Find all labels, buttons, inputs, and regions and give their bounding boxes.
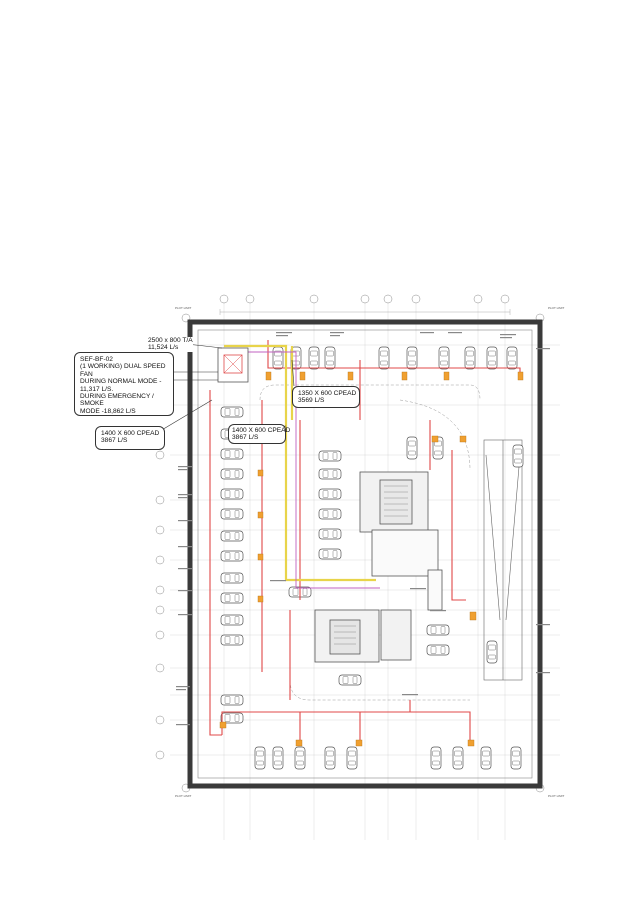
ramp — [483, 439, 523, 681]
duct-1400-left-size: 1400 X 600 CPEAD — [101, 430, 160, 437]
yellow-duct — [224, 344, 376, 582]
duct-1400-left-callout: 1400 X 600 CPEAD 3867 L/S — [95, 426, 165, 450]
stair-hatch — [334, 485, 408, 645]
duct-1400-mid-callout: 1400 X 600 CPEAD 3867 L/S — [228, 424, 291, 444]
small-annotations — [176, 332, 550, 726]
fan-units — [219, 371, 524, 747]
parking-top-row — [272, 346, 518, 370]
duct-1400-mid-size: 1400 X 600 CPEAD — [232, 427, 291, 434]
plot-limit-label-bottom-left: PLOT LIMIT — [175, 794, 192, 798]
central-core — [314, 471, 443, 663]
plot-limit-label-bottom-right: PLOT LIMIT — [548, 794, 565, 798]
fan-sef-line-5: 11,317 L/S. — [80, 385, 114, 393]
duct-1350-flow: 3569 L/S — [298, 397, 325, 405]
duct-2500-size: 2500 x 800 T/A — [148, 337, 193, 344]
fan-room — [217, 347, 249, 383]
plot-limit-label-top-right: PLOT LIMIT — [548, 306, 565, 310]
plot-limit-label-top-left: PLOT LIMIT — [175, 306, 192, 310]
basement-inner-wall — [197, 329, 533, 779]
grid-bubbles-top — [219, 294, 510, 304]
fan-sef-callout: SEF-BF-02 (1 WORKING) DUAL SPEED FAN DUR… — [74, 352, 174, 416]
fan-sef-line-6: DURING EMERGENCY / — [80, 393, 154, 401]
driveway — [259, 384, 481, 701]
fan-sef-line-7: SMOKE — [80, 400, 104, 408]
fan-sef-line-3: FAN — [80, 370, 93, 378]
duct-1350-size: 1350 X 600 CPEAD — [298, 390, 357, 397]
duct-1400-mid-flow: 3867 L/S — [232, 434, 259, 442]
duct-1350-callout: 1350 X 600 CPEAD 3569 L/S — [292, 386, 360, 408]
duct-2500-callout: 2500 x 800 T/A 11,524 L/s — [148, 337, 193, 352]
basement-outer-wall — [187, 319, 543, 789]
fan-sef-line-4: DURING NORMAL MODE - — [80, 378, 162, 386]
dimension-line-top — [219, 309, 511, 315]
fan-sef-line-2: (1 WORKING) DUAL SPEED — [80, 363, 166, 371]
fan-sef-line-1: SEF-BF-02 — [80, 356, 113, 363]
duct-2500-flow: 11,524 L/s — [148, 344, 179, 352]
fan-sef-line-8: MODE -18,862 L/S — [80, 407, 136, 415]
parking-left-column — [220, 406, 244, 724]
duct-1400-left-flow: 3867 L/S — [101, 437, 128, 445]
